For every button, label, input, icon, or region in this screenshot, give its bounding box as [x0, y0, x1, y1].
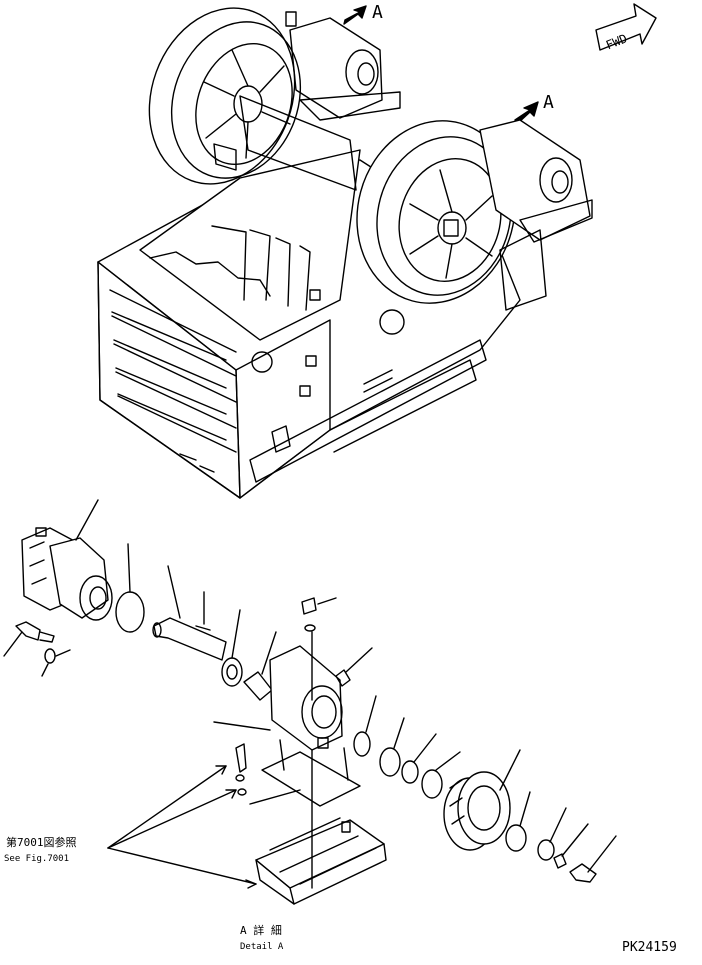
fwd-arrow-icon: FWD	[595, 3, 657, 52]
jaw-crusher-assembly	[97, 7, 593, 499]
pillow-block	[261, 645, 361, 807]
pulley	[443, 771, 511, 851]
see-fig-en-label: See Fig.7001	[4, 854, 70, 864]
detail-a-exploded-view	[3, 499, 617, 905]
lower-bearing-block	[379, 119, 593, 335]
upper-bearing-block	[285, 11, 401, 121]
callout-arrow-a-upper: A	[343, 2, 383, 25]
front-flywheel	[356, 120, 516, 304]
part-number-label: PK24159	[622, 940, 677, 955]
detail-jp-label: A 詳 細	[240, 924, 282, 937]
svg-text:A: A	[543, 92, 554, 113]
hydraulic-motor	[21, 527, 113, 621]
base-bracket	[255, 817, 387, 905]
see-fig-jp-label: 第7001図参照	[6, 836, 77, 849]
rear-flywheel	[148, 7, 302, 185]
callout-arrow-a-lower: A	[514, 92, 554, 125]
detail-en-label: Detail A	[240, 942, 284, 952]
svg-text:A: A	[372, 2, 383, 23]
